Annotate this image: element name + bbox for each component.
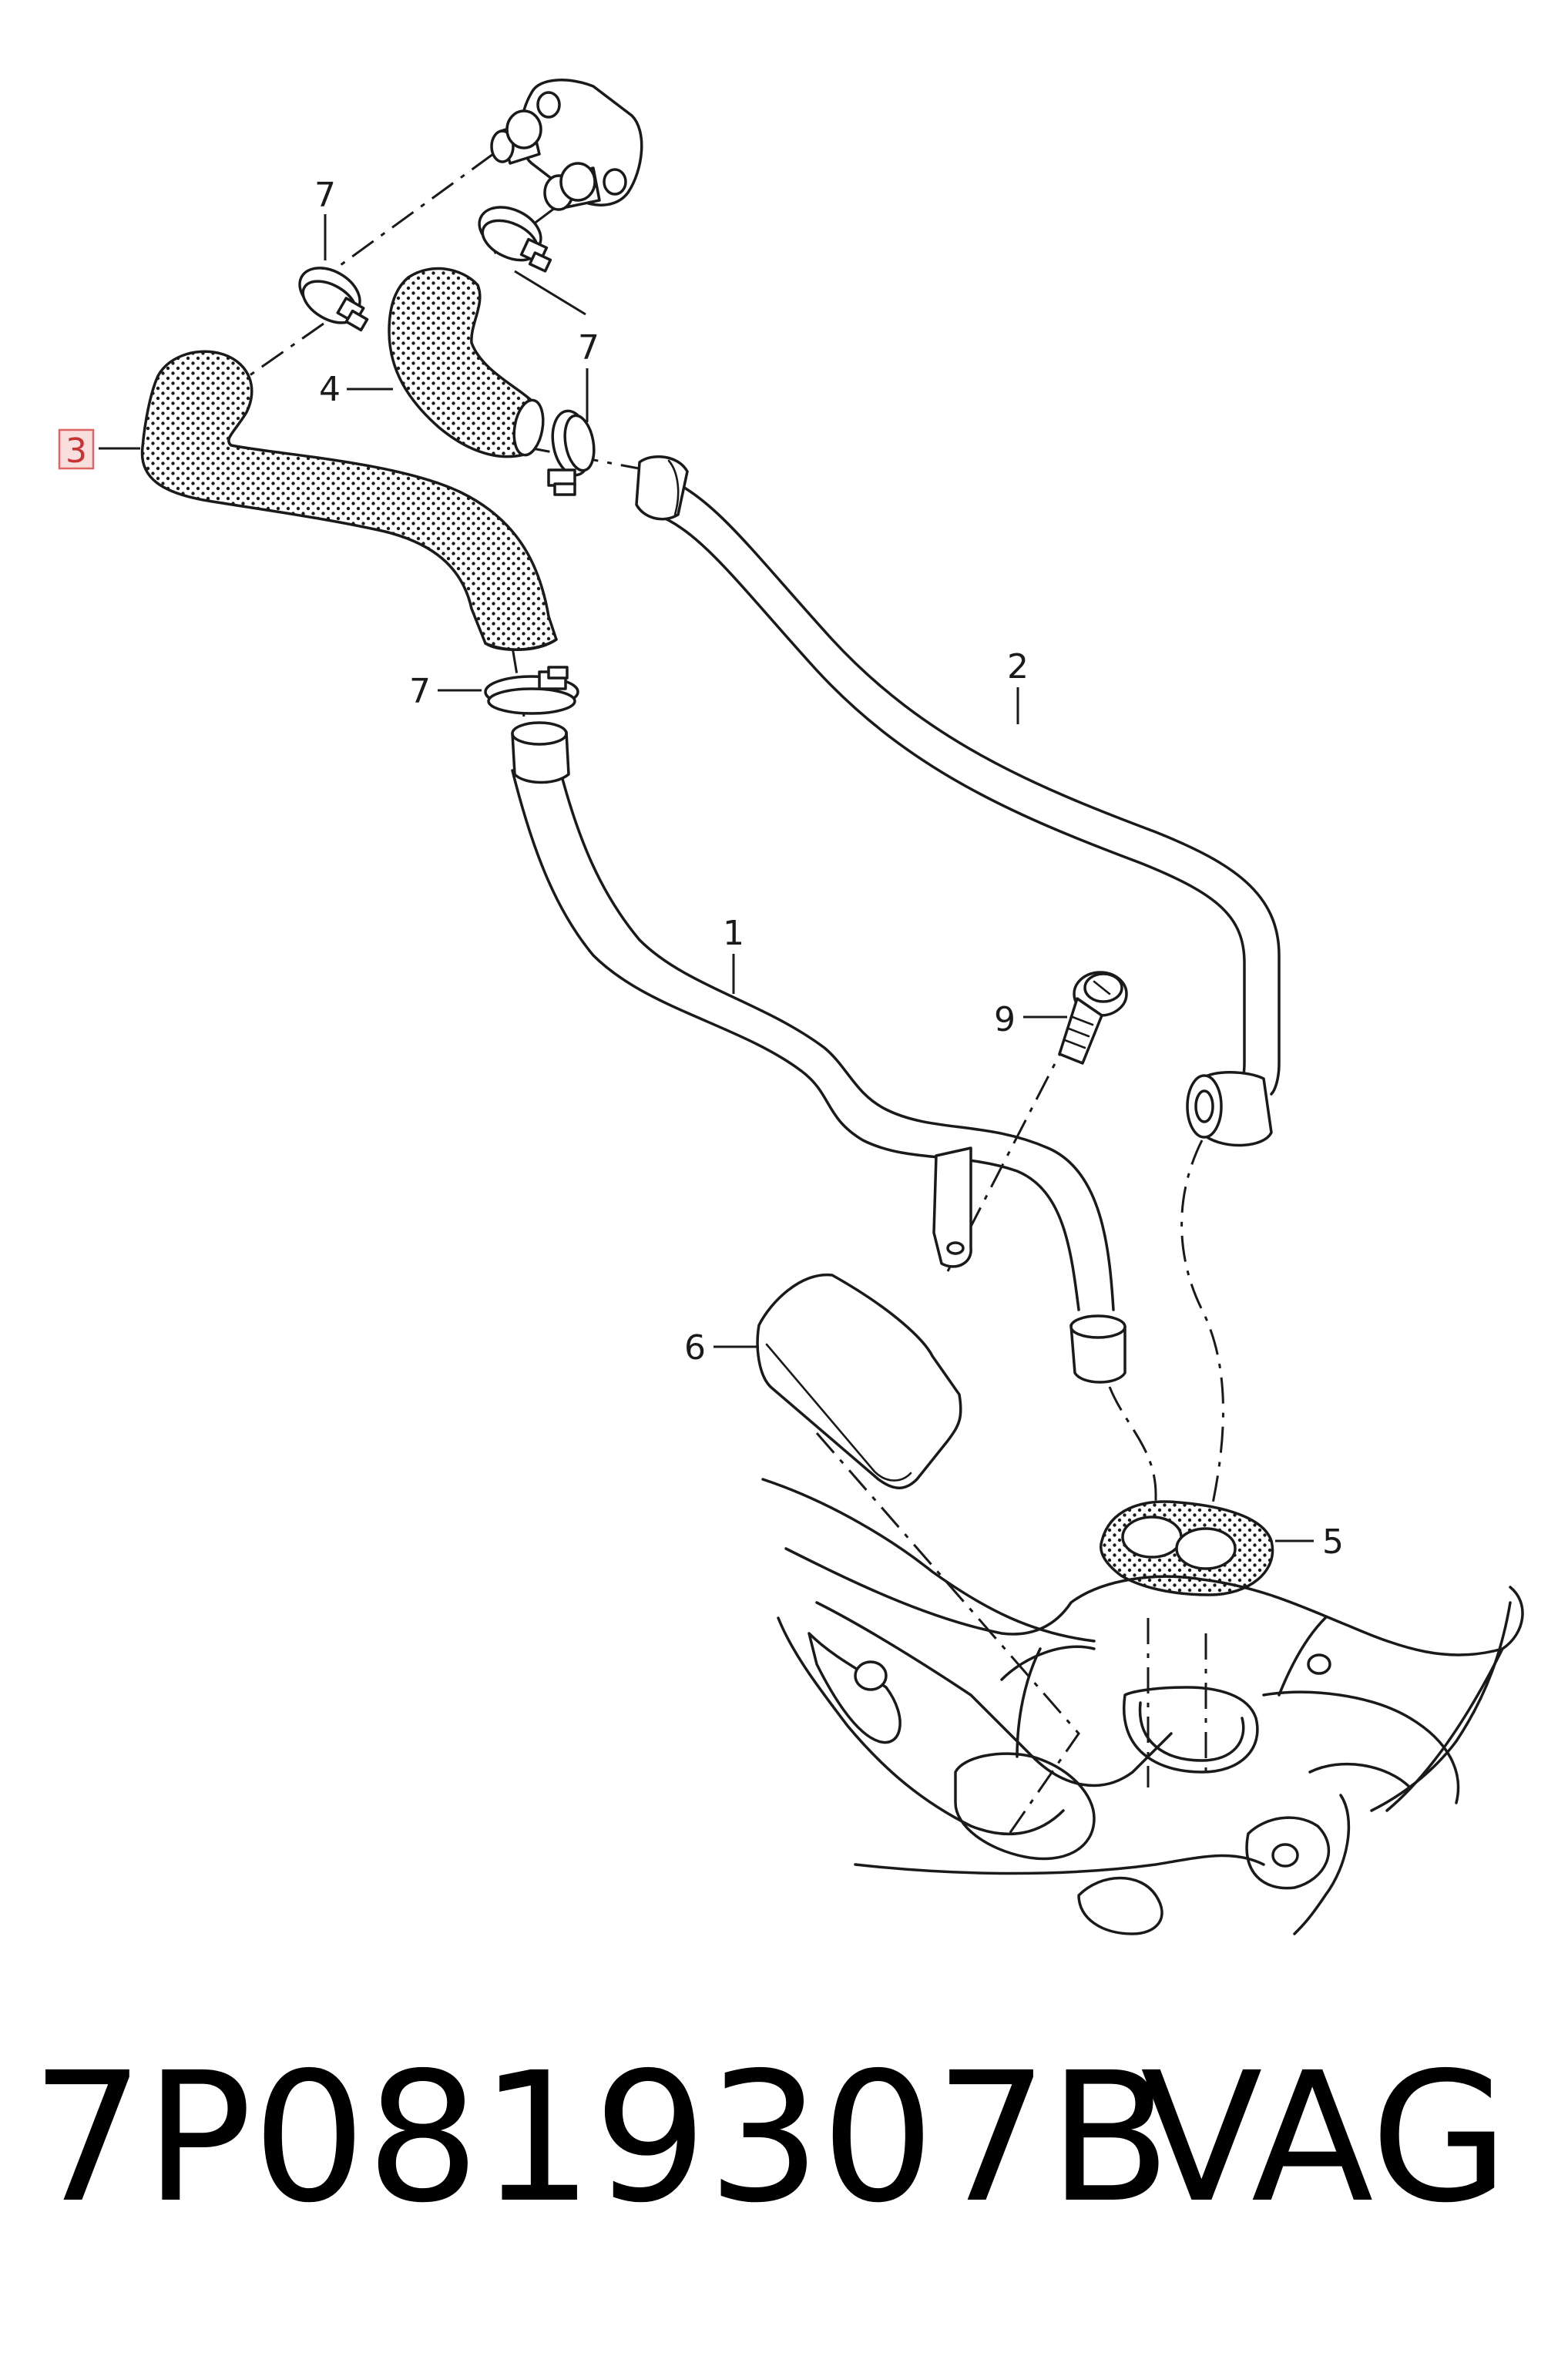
pipe-part-1 [511, 721, 1126, 1384]
exploded-view-drawing: 7 7 4 3 7 2 1 9 6 5 [58, 79, 1524, 1935]
callout-5[interactable]: 5 [1322, 1522, 1344, 1562]
callout-6[interactable]: 6 [684, 1328, 706, 1368]
callout-labels: 7 7 4 3 7 2 1 9 6 5 [58, 176, 1344, 1562]
brand-name: VAG [1140, 2034, 1509, 2242]
callout-9[interactable]: 9 [994, 1000, 1016, 1039]
callout-leaders [99, 214, 1314, 1542]
callout-3-highlight [58, 428, 95, 470]
bolt-part-9 [1058, 971, 1128, 1065]
connector-flange [490, 79, 643, 211]
hose-part-3 [140, 350, 558, 651]
callout-4[interactable]: 4 [319, 370, 341, 409]
hose-clamp-top-right [478, 206, 552, 273]
callout-7-right[interactable]: 7 [578, 328, 599, 368]
vehicle-body-panel [761, 1478, 1524, 1935]
callout-7-top[interactable]: 7 [314, 176, 336, 215]
callout-3[interactable]: 3 [65, 431, 87, 471]
callout-7-lower[interactable]: 7 [409, 672, 431, 711]
hose-clamp-lower [484, 666, 579, 715]
pad-part-6 [756, 1273, 962, 1489]
callout-2[interactable]: 2 [1007, 647, 1029, 686]
pipe-part-2 [635, 455, 1281, 1147]
hose-clamp-mid [547, 409, 596, 496]
hose-clamp-top-left [298, 267, 369, 332]
part-caption: 7P0819307B VAG [31, 2034, 1541, 2265]
part-number: 7P0819307B [31, 2034, 1171, 2242]
hose-part-4 [388, 267, 545, 458]
assembly-guide-lines [246, 153, 1224, 1834]
callout-1[interactable]: 1 [723, 914, 744, 953]
grommet-part-5 [1100, 1500, 1274, 1596]
